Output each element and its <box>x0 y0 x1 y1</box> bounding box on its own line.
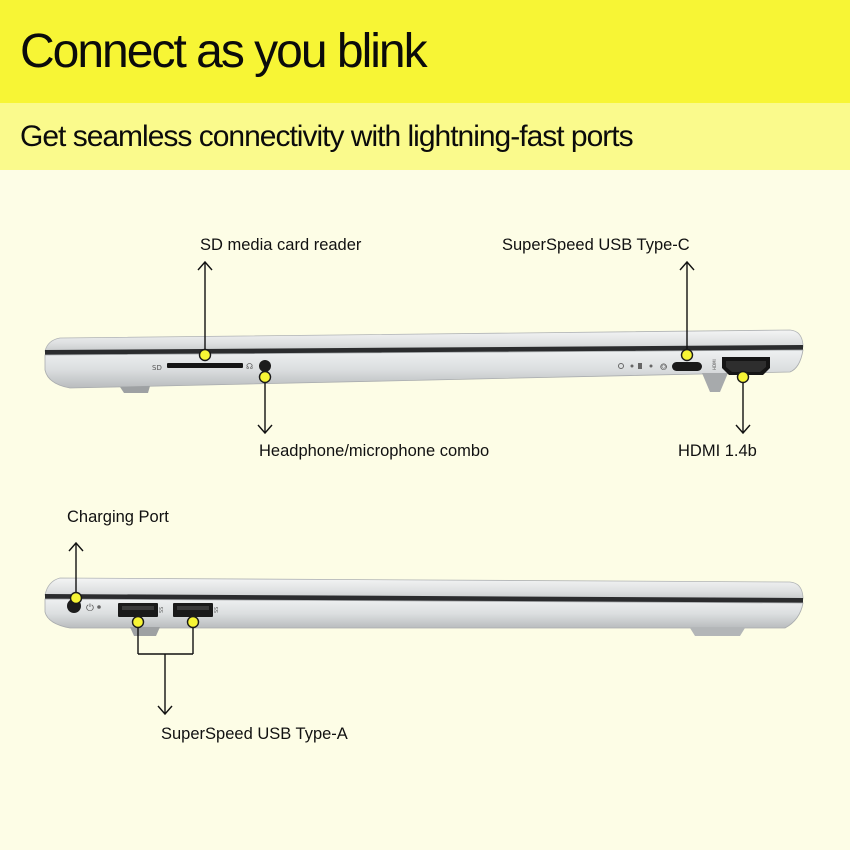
status-led-icons <box>618 363 653 369</box>
label-hdmi: HDMI 1.4b <box>678 442 757 460</box>
title-banner: Connect as you blink <box>0 0 850 103</box>
sd-mark: SD <box>152 364 162 372</box>
laptop-left-side: ⏻ SS SS <box>44 577 804 636</box>
label-charging-port: Charging Port <box>67 508 169 526</box>
marker-sd <box>198 348 212 362</box>
sd-slot <box>167 363 243 368</box>
audio-jack <box>259 360 271 372</box>
label-usb-a: SuperSpeed USB Type-A <box>161 725 348 743</box>
callout-lines <box>68 260 751 716</box>
power-plug-icon: ⏻ <box>86 603 94 614</box>
page-title: Connect as you blink <box>20 25 428 78</box>
svg-text:SS: SS <box>214 607 220 613</box>
subtitle-banner: Get seamless connectivity with lightning… <box>0 103 850 170</box>
headphone-icon: ☊ <box>246 362 253 371</box>
marker-headphone <box>258 370 272 384</box>
port-markers <box>69 348 750 629</box>
svg-text:SS: SS <box>159 607 165 613</box>
marker-charging <box>69 591 83 605</box>
marker-usb-a-2 <box>186 615 200 629</box>
label-sd-reader: SD media card reader <box>200 236 362 254</box>
hdmi-mark: HDMI <box>712 359 717 370</box>
marker-usb-a-1 <box>131 615 145 629</box>
usb-symbol-icon: ⭗ <box>660 363 667 373</box>
usb-c-port <box>672 362 702 371</box>
label-usb-c: SuperSpeed USB Type-C <box>502 236 690 254</box>
laptop-right-side: SD ☊ ⭗ HDMI <box>44 329 804 393</box>
marker-usb-c <box>680 348 694 362</box>
page-subtitle: Get seamless connectivity with lightning… <box>20 120 634 153</box>
marker-hdmi <box>736 370 750 384</box>
label-headphone: Headphone/microphone combo <box>259 442 490 460</box>
